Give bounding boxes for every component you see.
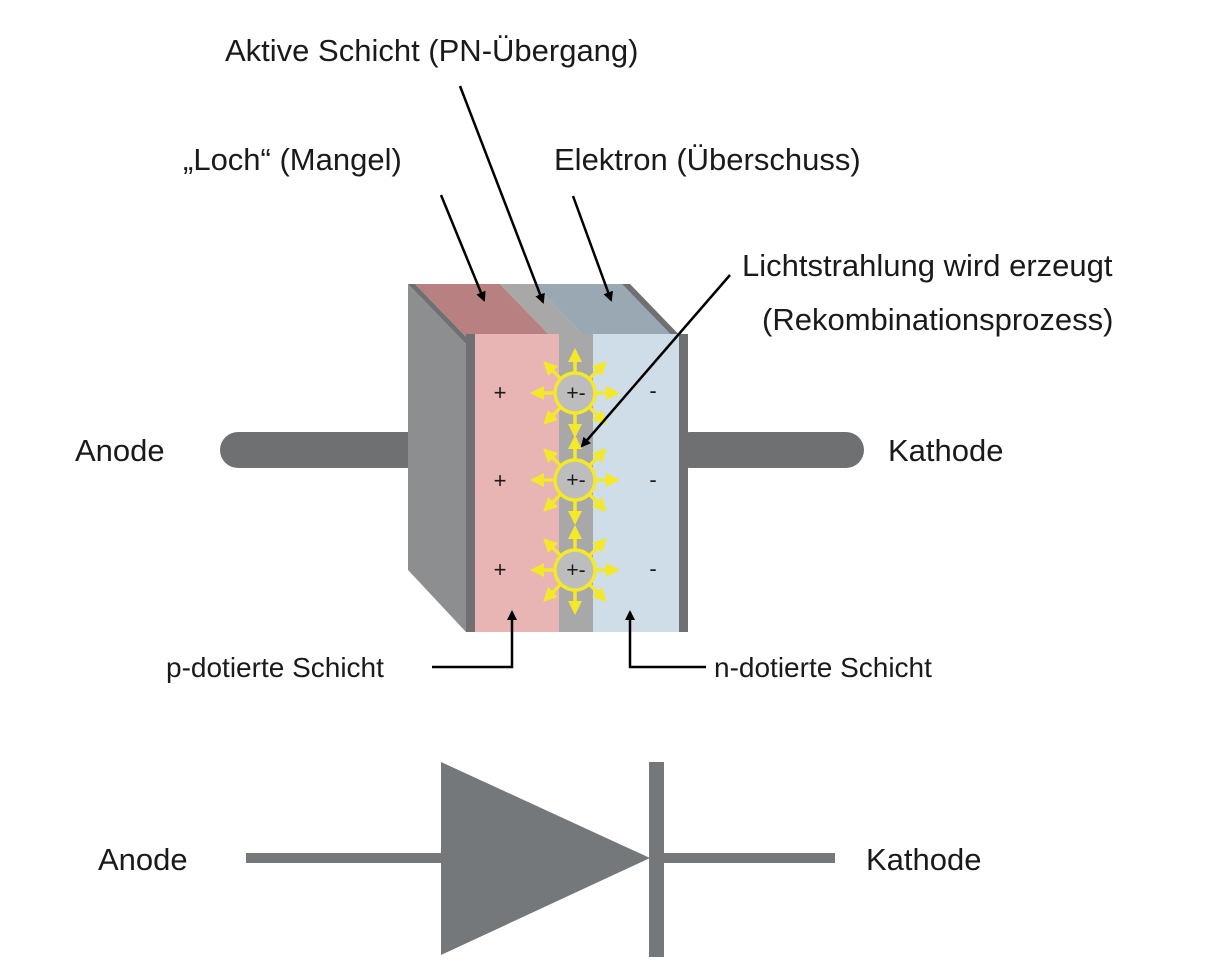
arrow-n-layer xyxy=(625,610,706,669)
label-anode-symbol: Anode xyxy=(98,842,188,877)
arrow-p-layer xyxy=(432,610,517,669)
recombination-circle-1 xyxy=(553,371,597,415)
light-ray-2-8 xyxy=(543,448,562,467)
front-cathode-plate xyxy=(679,334,688,632)
light-ray-2-2 xyxy=(588,448,607,467)
light-ray-3-6 xyxy=(543,583,562,602)
label-p-layer: p-dotierte Schicht xyxy=(166,652,384,683)
recombination-pair-2: +- xyxy=(566,469,585,492)
light-ray-1-4 xyxy=(588,406,607,425)
recombination-pair-1: +- xyxy=(566,382,585,405)
n-doped-layer xyxy=(593,334,679,632)
plus-sign-3: + xyxy=(494,557,507,582)
label-cathode-symbol: Kathode xyxy=(866,842,982,877)
minus-sign-1: - xyxy=(649,378,656,403)
arrow-light xyxy=(580,274,731,448)
top-face-p xyxy=(415,284,558,344)
light-ray-2-4 xyxy=(588,493,607,512)
label-active-layer: Aktive Schicht (PN-Übergang) xyxy=(225,33,639,68)
symbol-cathode-bar xyxy=(649,762,664,957)
front-anode-plate xyxy=(466,334,475,632)
label-light-line2: (Rekombinationsprozess) xyxy=(762,302,1113,337)
light-ray-3-4 xyxy=(588,583,607,602)
arrow-electron xyxy=(571,195,613,302)
cathode-lead xyxy=(672,432,864,468)
recombination-circle-2 xyxy=(553,458,597,502)
led-block-side xyxy=(408,284,466,632)
p-doped-layer xyxy=(475,334,559,632)
light-ray-1-8 xyxy=(543,361,562,380)
label-light-line1: Lichtstrahlung wird erzeugt xyxy=(742,248,1113,283)
label-hole: „Loch“ (Mangel) xyxy=(183,142,402,177)
light-ray-3-2 xyxy=(588,538,607,557)
light-ray-1-6 xyxy=(543,406,562,425)
top-face-junction xyxy=(500,284,592,344)
label-cathode-top: Kathode xyxy=(888,433,1004,468)
light-ray-3-8 xyxy=(543,538,562,557)
label-n-layer: n-dotierte Schicht xyxy=(714,652,932,683)
arrow-active-layer xyxy=(458,85,545,304)
light-emission-group xyxy=(530,348,620,615)
light-ray-2-6 xyxy=(543,493,562,512)
label-anode-top: Anode xyxy=(75,433,165,468)
minus-sign-3: - xyxy=(649,556,656,581)
recombination-pair-3: +- xyxy=(566,559,585,582)
minus-sign-2: - xyxy=(649,467,656,492)
top-face-n xyxy=(534,284,680,344)
light-ray-1-2 xyxy=(588,361,607,380)
top-face-anode xyxy=(408,284,473,344)
arrow-hole xyxy=(439,194,486,302)
top-face-cathode xyxy=(622,284,688,344)
plus-sign-2: + xyxy=(494,468,507,493)
anode-lead xyxy=(220,432,430,468)
label-electron: Elektron (Überschuss) xyxy=(554,142,861,177)
plus-sign-1: + xyxy=(494,380,507,405)
symbol-diode-triangle xyxy=(441,762,650,955)
recombination-circle-3 xyxy=(553,548,597,592)
